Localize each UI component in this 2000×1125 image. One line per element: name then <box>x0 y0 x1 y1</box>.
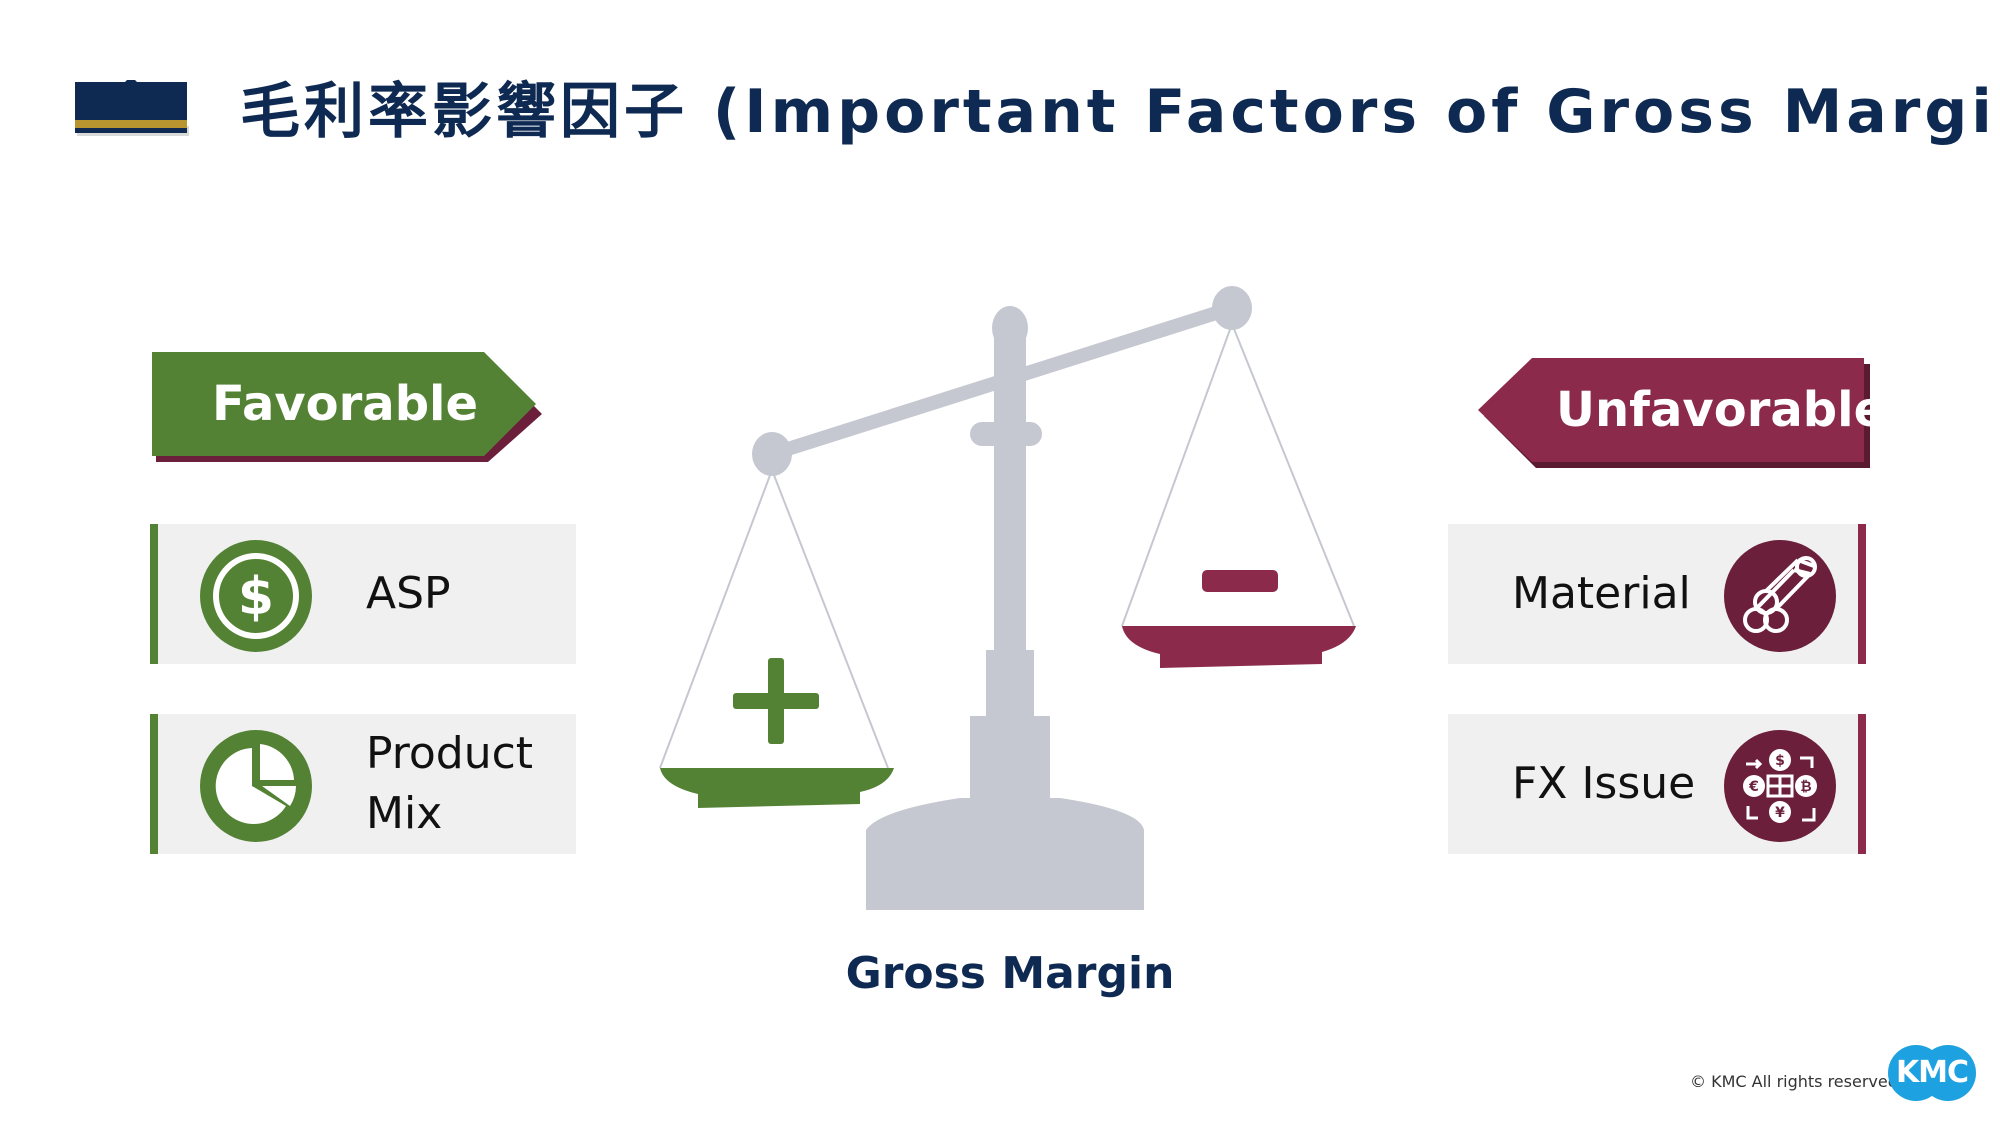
balance-scale <box>650 280 1370 920</box>
scale-pivot <box>992 306 1028 350</box>
factor-card-material: Material <box>1448 524 1866 664</box>
scale-base <box>866 716 1144 910</box>
card-accent-bar <box>1858 524 1866 664</box>
svg-text:₿: ₿ <box>1800 779 1811 795</box>
beam-left-end <box>752 432 792 476</box>
factor-label: Material <box>1512 568 1691 619</box>
factor-label: FX Issue <box>1512 758 1696 809</box>
favorable-banner: Favorable <box>152 352 542 462</box>
svg-text:$: $ <box>238 567 274 627</box>
dollar-icon: $ <box>200 540 312 652</box>
unfavorable-banner: Unfavorable <box>1478 358 1886 468</box>
left-pan <box>660 768 894 808</box>
card-accent-bar <box>150 524 158 664</box>
factor-card-fx-issue: $ € ₿ ¥ FX Issue <box>1448 714 1866 854</box>
card-accent-bar <box>150 714 158 854</box>
factor-label: ASP <box>366 568 451 619</box>
factor-card-asp: $ ASP <box>150 524 576 664</box>
currency-exchange-icon: $ € ₿ ¥ <box>1724 730 1836 842</box>
svg-text:€: € <box>1748 779 1759 795</box>
unfavorable-label: Unfavorable <box>1556 382 1887 438</box>
plus-sign-horizontal <box>733 693 819 709</box>
header-flag-icon <box>75 76 189 140</box>
right-pan <box>1122 626 1356 668</box>
card-accent-bar <box>1858 714 1866 854</box>
pie-chart-icon <box>200 730 312 842</box>
kmc-logo: KMC <box>1888 1042 1976 1104</box>
scale-collar <box>970 422 1042 446</box>
svg-text:¥: ¥ <box>1775 805 1785 821</box>
scale-beam <box>765 301 1239 461</box>
pipes-icon <box>1724 540 1836 652</box>
beam-right-end <box>1212 286 1252 330</box>
copyright-text: © KMC All rights reserved <box>1690 1072 1898 1091</box>
factor-label: Product Mix <box>366 728 534 839</box>
page-title: 毛利率影響因子 (Important Factors of Gross Marg… <box>240 77 2000 147</box>
minus-sign <box>1202 570 1278 592</box>
logo-text: KMC <box>1895 1055 1969 1090</box>
svg-text:$: $ <box>1775 753 1785 769</box>
scale-label: Gross Margin <box>845 948 1175 999</box>
favorable-label: Favorable <box>212 376 479 432</box>
factor-card-product-mix: Product Mix <box>150 714 576 854</box>
scale-neck <box>986 650 1034 722</box>
